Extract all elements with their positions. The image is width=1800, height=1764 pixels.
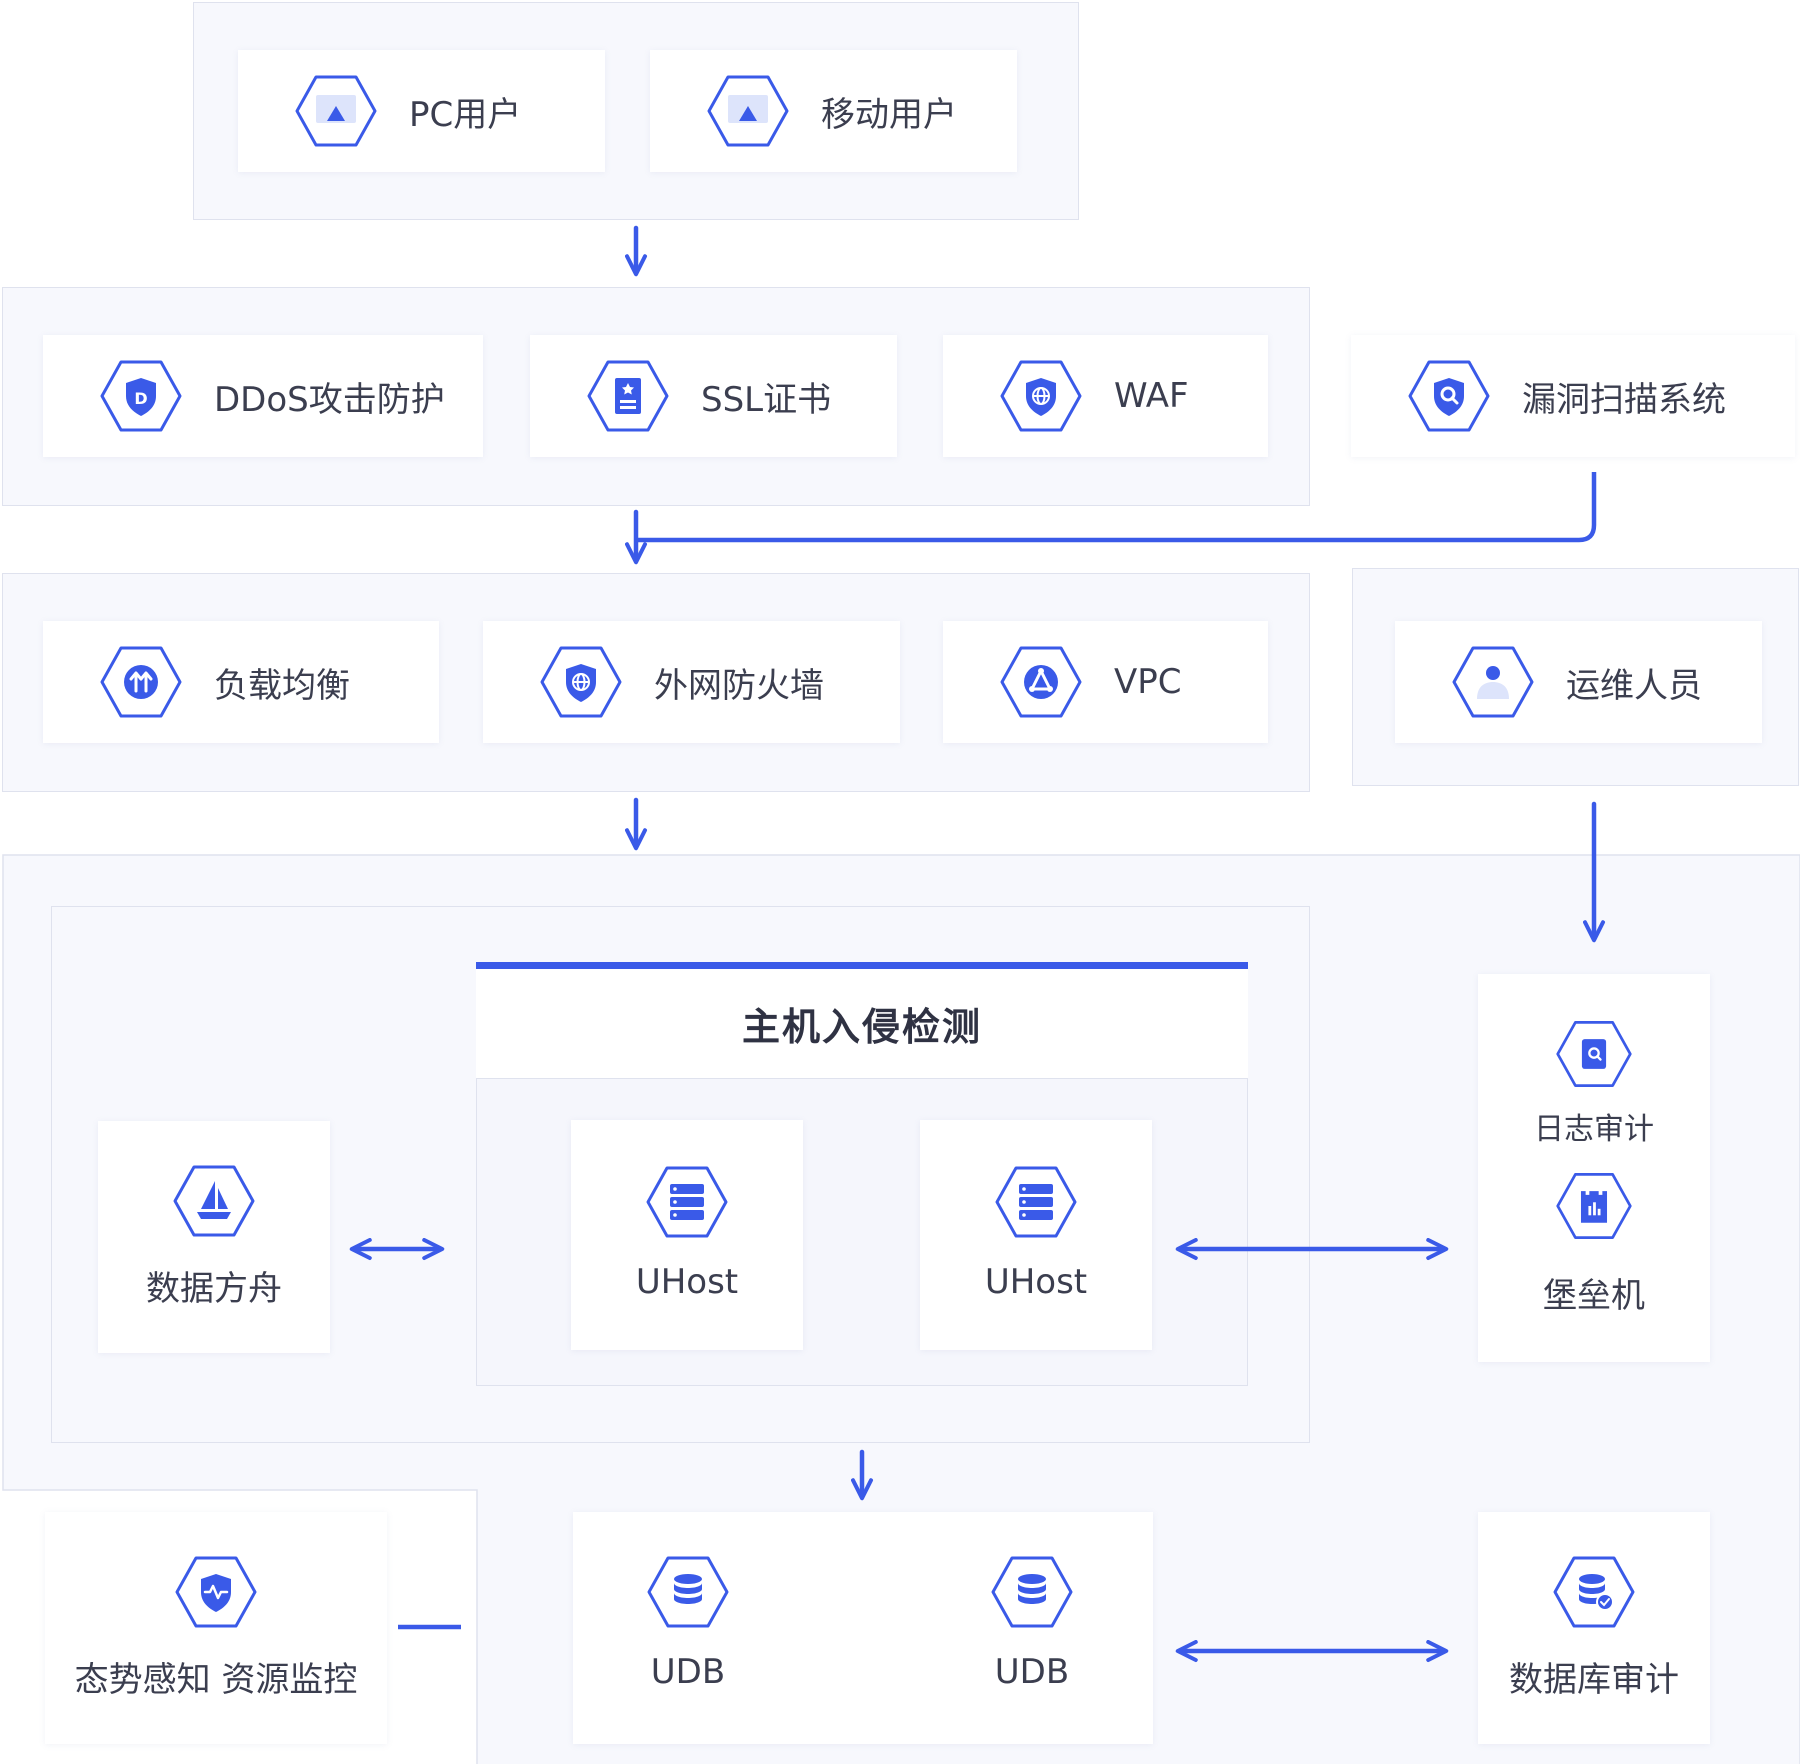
ops-label: 运维人员 — [1566, 665, 1702, 706]
ddos-label: DDoS攻击防护 — [214, 379, 445, 420]
vpc-label: VPC — [1114, 662, 1182, 702]
bastion-label: 堡垒机 — [1543, 1276, 1645, 1316]
database-icon — [647, 1556, 729, 1628]
server-icon — [646, 1166, 728, 1238]
firewall-label: 外网防火墙 — [654, 665, 824, 706]
pulse-shield-icon — [175, 1556, 257, 1628]
scan-shield-icon — [1408, 360, 1490, 432]
svg-text:D: D — [134, 389, 147, 408]
load-balancer-card[interactable]: 负载均衡 — [43, 621, 439, 743]
udb-card: UDB UDB — [573, 1512, 1153, 1744]
host-detection-title: 主机入侵检测 — [741, 1005, 982, 1049]
waf-shield-icon — [1000, 360, 1082, 432]
waf-label: WAF — [1114, 376, 1189, 416]
server-icon — [995, 1166, 1077, 1238]
ssl-label: SSL证书 — [701, 379, 832, 420]
uhost-card-2[interactable]: UHost — [920, 1120, 1152, 1350]
ssl-card[interactable]: SSL证书 — [530, 335, 897, 457]
person-icon — [1452, 646, 1534, 718]
waf-card[interactable]: WAF — [943, 335, 1268, 457]
ddos-shield-icon: D — [100, 360, 182, 432]
mobile-icon — [707, 75, 789, 147]
db-audit-card[interactable]: 数据库审计 — [1478, 1512, 1710, 1744]
udb-item-1[interactable]: UDB — [613, 1554, 763, 1692]
uhost-label-2: UHost — [984, 1262, 1088, 1302]
sailboat-icon — [173, 1165, 255, 1237]
udb-label-1: UDB — [650, 1652, 726, 1692]
firewall-icon — [540, 646, 622, 718]
monitor-card[interactable]: 态势感知 资源监控 — [45, 1512, 387, 1744]
pc-user-label: PC用户 — [409, 94, 522, 135]
host-detection-title-bar: 主机入侵检测 — [476, 962, 1248, 1079]
data-ark-label: 数据方舟 — [146, 1269, 282, 1309]
certificate-icon — [587, 360, 669, 432]
data-ark-card[interactable]: 数据方舟 — [98, 1121, 330, 1353]
udb-label-2: UDB — [994, 1652, 1070, 1692]
database-icon — [991, 1556, 1073, 1628]
ddos-card[interactable]: D DDoS攻击防护 — [43, 335, 483, 457]
vuln-scan-label: 漏洞扫描系统 — [1522, 379, 1726, 420]
monitor-label: 态势感知 资源监控 — [74, 1660, 358, 1700]
uhost-card-1[interactable]: UHost — [571, 1120, 803, 1350]
monitor-icon — [295, 75, 377, 147]
audit-card: 日志审计 堡垒机 — [1478, 974, 1710, 1362]
db-audit-icon — [1553, 1556, 1635, 1628]
log-audit-icon[interactable] — [1554, 1018, 1634, 1090]
log-audit-label: 日志审计 — [1534, 1112, 1654, 1147]
bastion-icon[interactable] — [1554, 1170, 1634, 1242]
line-vulnscan-merge — [638, 472, 1597, 543]
db-audit-label: 数据库审计 — [1509, 1660, 1679, 1700]
vpc-icon — [1000, 646, 1082, 718]
uhost-label-1: UHost — [635, 1262, 739, 1302]
vpc-card[interactable]: VPC — [943, 621, 1268, 743]
vuln-scan-card[interactable]: 漏洞扫描系统 — [1351, 335, 1795, 457]
mobile-user-label: 移动用户 — [821, 94, 957, 135]
pc-user-card[interactable]: PC用户 — [238, 50, 605, 172]
load-balancer-icon — [100, 646, 182, 718]
firewall-card[interactable]: 外网防火墙 — [483, 621, 900, 743]
load-balancer-label: 负载均衡 — [214, 665, 350, 706]
mobile-user-card[interactable]: 移动用户 — [650, 50, 1017, 172]
udb-item-2[interactable]: UDB — [957, 1554, 1107, 1692]
ops-card[interactable]: 运维人员 — [1395, 621, 1762, 743]
